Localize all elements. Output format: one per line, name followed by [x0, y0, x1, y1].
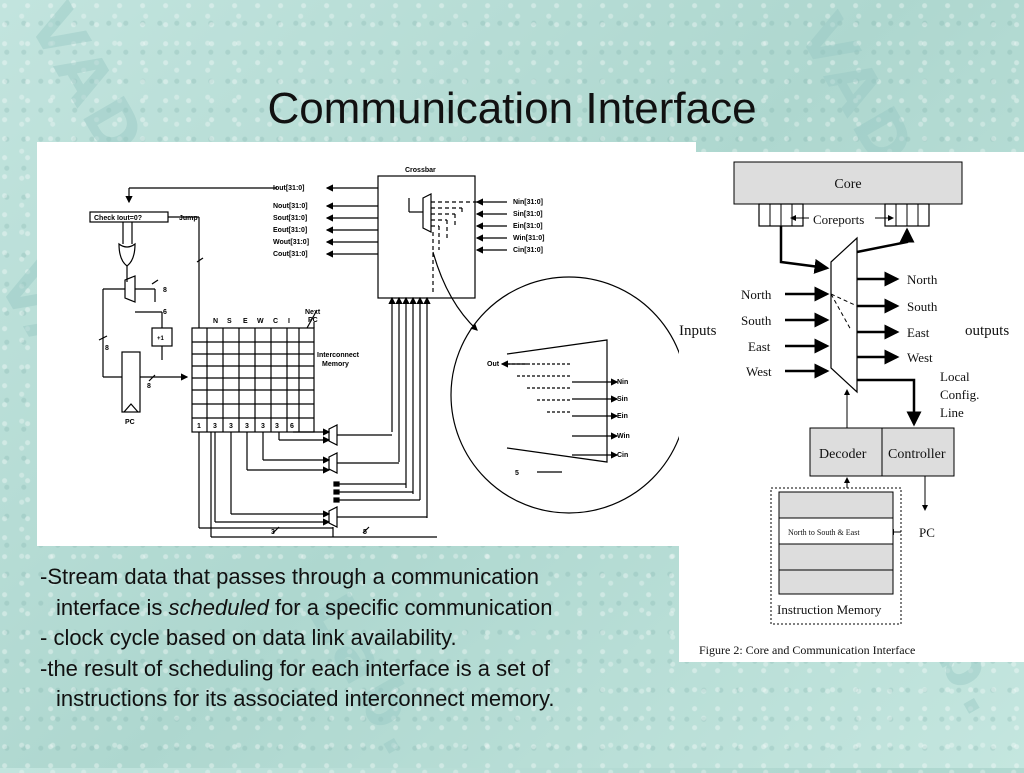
plus-one-label: +1	[157, 336, 165, 342]
inputs-label: Inputs	[679, 323, 717, 339]
win-label: Win[31:0]	[513, 235, 544, 242]
bus-8-b: 8	[105, 345, 109, 352]
nout-label: Nout[31:0]	[273, 203, 308, 210]
next-pc-line2: PC	[308, 317, 318, 324]
sout-label: Sout[31:0]	[273, 215, 307, 222]
local-config-line3: Line	[940, 405, 964, 420]
check-iout-label: Check Iout=0?	[94, 215, 142, 222]
core-label: Core	[834, 177, 861, 192]
col-w: W	[257, 318, 264, 325]
out-east: East	[907, 325, 930, 340]
bit-2: 3	[213, 423, 217, 430]
col-n: N	[213, 318, 218, 325]
in-west: West	[746, 364, 772, 379]
bus-8-a: 8	[163, 287, 167, 294]
col-e: E	[243, 318, 248, 325]
bullet-1: -Stream data that passes through a commu…	[40, 564, 539, 589]
bus-3: 3	[271, 529, 275, 536]
decoder-label: Decoder	[819, 447, 867, 462]
sin-label: Sin[31:0]	[513, 211, 543, 218]
bit-1: 1	[197, 423, 201, 430]
wout-label: Wout[31:0]	[273, 239, 309, 246]
iout-label: Iout[31:0]	[273, 185, 305, 192]
in-east: East	[748, 339, 771, 354]
instr-memory-label: Instruction Memory	[777, 602, 882, 617]
outputs-label: outputs	[965, 323, 1009, 339]
next-pc-line1: Next	[305, 309, 321, 316]
col-s: S	[227, 318, 232, 325]
bus-5: 5	[363, 529, 367, 536]
crossbar-label: Crossbar	[405, 167, 436, 174]
ein-label: Ein[31:0]	[513, 223, 543, 230]
detail-out-label: Out	[487, 361, 500, 368]
detail-ein: Ein	[617, 413, 628, 420]
in-north: North	[741, 287, 772, 302]
bullet-3: -the result of scheduling for each inter…	[40, 655, 550, 681]
interconnect-line1: Interconnect	[317, 352, 360, 359]
local-config-line2: Config.	[940, 387, 979, 402]
eout-label: Eout[31:0]	[273, 227, 307, 234]
bullet-2: - clock cycle based on data link availab…	[40, 625, 457, 650]
bullet-1-text-b: for a specific communication	[274, 594, 553, 620]
interconnect-schematic: Crossbar Check Iout=0? Jump Iout[31:0] N…	[37, 142, 696, 546]
crossbar-box	[377, 175, 476, 299]
pc-label-right: PC	[919, 525, 935, 540]
bit-6: 3	[275, 423, 279, 430]
bullet-1-emphasis: scheduled	[168, 594, 269, 620]
bit-3: 3	[229, 423, 233, 430]
local-config-line1: Local	[940, 369, 970, 384]
jump-label: Jump	[179, 215, 198, 222]
bullet-3-cont: instructions for its associated intercon…	[56, 686, 555, 711]
bit-4: 3	[245, 423, 249, 430]
figure-caption: Figure 2: Core and Communication Interfa…	[699, 643, 915, 657]
out-north: North	[907, 272, 938, 287]
col-c: C	[273, 318, 278, 325]
detail-win: Win	[617, 433, 630, 440]
core-box	[733, 161, 963, 205]
col-i: I	[288, 318, 290, 325]
detail-sin: Sin	[617, 396, 628, 403]
bit-7: 6	[290, 423, 294, 430]
slide-title: Communication Interface	[267, 84, 757, 133]
detail-cin: Cin	[617, 452, 628, 459]
detail-nin: Nin	[617, 379, 628, 386]
nin-label: Nin[31:0]	[513, 199, 543, 206]
in-south: South	[741, 313, 772, 328]
bus-8-c: 8	[147, 383, 151, 390]
coreports-label: Coreports	[813, 212, 864, 227]
bullet-list: -Stream data that passes through a commu…	[40, 562, 690, 715]
detail-bus-5: 5	[515, 470, 519, 477]
cin-label: Cin[31:0]	[513, 247, 543, 254]
core-communication-figure: Core Coreports Inputs outputs North Sout…	[679, 152, 1024, 662]
cout-label: Cout[31:0]	[273, 251, 308, 258]
interconnect-line2: Memory	[322, 361, 349, 368]
instr-row-label: North to South & East	[788, 528, 860, 537]
pc-label: PC	[125, 419, 135, 426]
bit-5: 3	[261, 423, 265, 430]
out-west: West	[907, 350, 933, 365]
out-south: South	[907, 299, 938, 314]
bullet-1-text-a: interface is	[56, 594, 163, 620]
bus-6: 6	[163, 309, 167, 316]
controller-label: Controller	[888, 447, 946, 462]
bullet-1-cont: interface is scheduled for a specific co…	[40, 593, 690, 624]
